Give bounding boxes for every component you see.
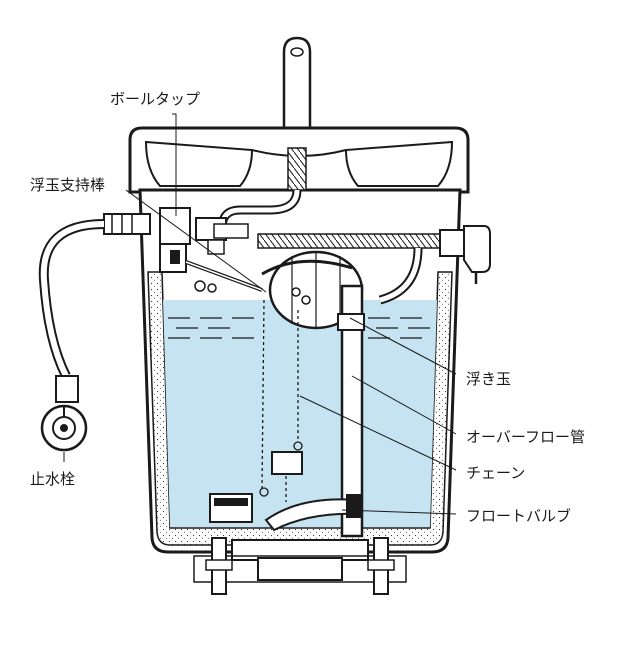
ball-tap-assembly	[159, 207, 263, 293]
label-float-ball: 浮き玉	[466, 370, 511, 388]
stop-valve	[40, 375, 88, 452]
tank-base	[193, 537, 407, 595]
water-surface-lines	[168, 317, 430, 339]
chain	[259, 299, 303, 502]
tank-water	[163, 300, 437, 527]
flapper-valve	[264, 494, 362, 532]
right-fitting	[439, 225, 491, 284]
label-chain: チェーン	[466, 464, 525, 482]
label-flapper-valve: フロートバルブ	[466, 507, 571, 525]
label-float-arm: 浮玉支持棒	[30, 176, 105, 194]
label-ball-tap: ボールタップ	[110, 90, 200, 108]
chain-weight	[271, 451, 303, 475]
leader-lines	[63, 113, 457, 515]
tank-insulation	[147, 271, 453, 546]
label-stop-valve: 止水栓	[30, 470, 75, 488]
valve-seat-block	[209, 493, 253, 523]
overflow-pipe	[337, 284, 365, 538]
label-overflow-pipe: オーバーフロー管	[466, 428, 585, 446]
supply-hose	[38, 213, 151, 379]
